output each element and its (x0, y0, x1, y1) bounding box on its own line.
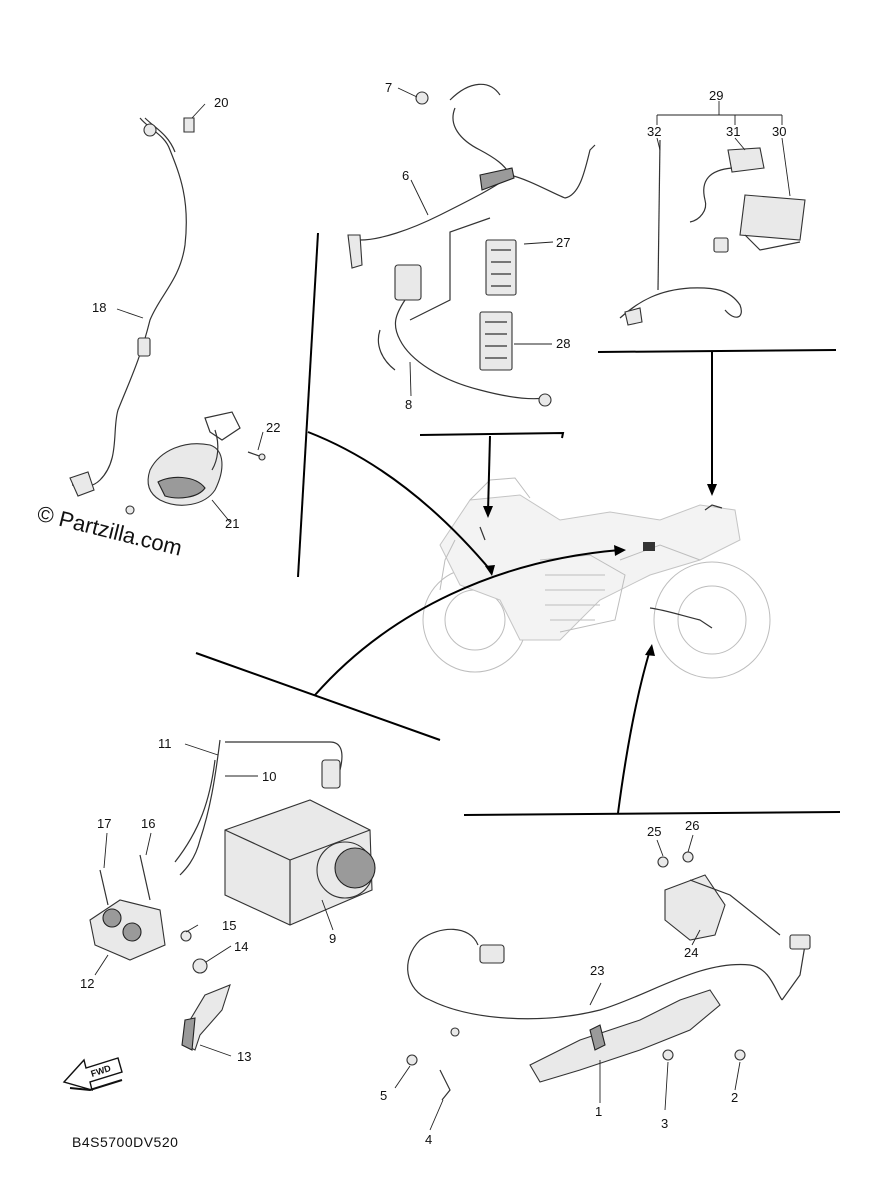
callout-25: 25 (647, 824, 661, 839)
arrowhead-right (707, 484, 717, 496)
callout-3: 3 (661, 1116, 668, 1131)
arrowhead-rear (645, 644, 655, 656)
callout-7: 7 (385, 80, 392, 95)
motorcycle-outline (422, 477, 771, 679)
callout-11: 11 (158, 736, 172, 751)
arrowhead-left (485, 565, 495, 576)
callout-18: 18 (92, 300, 106, 315)
callout-12: 12 (80, 976, 94, 991)
callout-28: 28 (556, 336, 570, 351)
arrow-abs-to-bike (314, 549, 621, 696)
callout-20: 20 (214, 95, 228, 110)
arrowhead-top (483, 506, 493, 518)
front-sensor-group (69, 117, 266, 515)
arrow-top-to-bike (487, 435, 491, 513)
callout-14: 14 (234, 939, 248, 954)
callout-15: 15 (222, 918, 236, 933)
abs-group (89, 739, 376, 1051)
callout-22: 22 (266, 420, 280, 435)
abs-section-bracket (195, 652, 441, 741)
top-center-bracket (419, 431, 565, 439)
rear-sensor-group (406, 851, 811, 1101)
callout-23: 23 (590, 963, 604, 978)
rear-section-bracket (463, 811, 841, 816)
arrowhead-abs (614, 545, 626, 556)
arrow-rear-to-bike (617, 649, 651, 814)
callout-21: 21 (225, 516, 239, 531)
callout-8: 8 (405, 397, 412, 412)
callout-4: 4 (425, 1132, 432, 1147)
left-section-bracket (297, 232, 319, 578)
callout-17: 17 (97, 816, 111, 831)
callout-30: 30 (772, 124, 786, 139)
callout-16: 16 (141, 816, 155, 831)
callout-5: 5 (380, 1088, 387, 1103)
leader-lines (94, 87, 791, 1131)
callout-27: 27 (556, 235, 570, 250)
callout-1: 1 (595, 1104, 602, 1119)
watermark: © Partzilla.com (35, 501, 185, 561)
fwd-arrow-icon: FWD (62, 1057, 123, 1092)
rear-electronics-group (619, 114, 806, 326)
callouts: 1 2 3 4 5 6 7 8 9 10 11 12 13 14 15 16 1… (80, 80, 786, 1147)
callout-26: 26 (685, 818, 699, 833)
callout-24: 24 (684, 945, 698, 960)
callout-29: 29 (709, 88, 723, 103)
callout-31: 31 (726, 124, 740, 139)
harness-group (347, 83, 596, 407)
callout-13: 13 (237, 1049, 251, 1064)
top-right-bracket (597, 349, 837, 353)
callout-9: 9 (329, 931, 336, 946)
callout-10: 10 (262, 769, 276, 784)
callout-2: 2 (731, 1090, 738, 1105)
callout-6: 6 (402, 168, 409, 183)
diagram-code: B4S5700DV520 (72, 1134, 178, 1150)
arrow-left-to-bike (307, 431, 493, 573)
callout-32: 32 (647, 124, 661, 139)
